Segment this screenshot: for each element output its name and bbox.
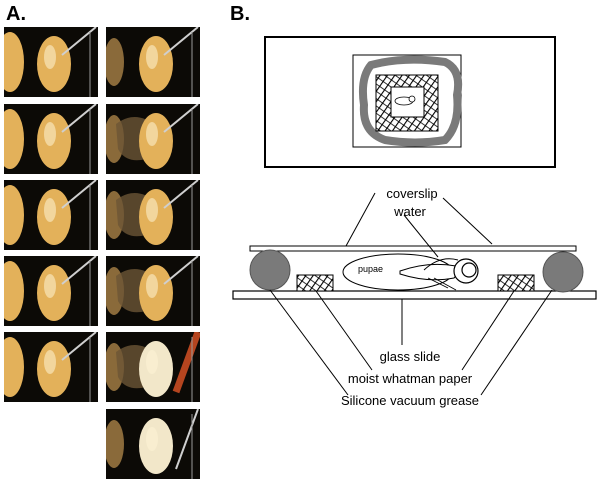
- photo-pupa-free: [106, 409, 200, 479]
- photo-cap-removed: [4, 256, 98, 326]
- glass-slide-label: glass slide: [380, 349, 441, 364]
- photo-case-tear: [106, 27, 200, 97]
- leader-coverslip-right: [442, 197, 493, 245]
- leader-water: [403, 214, 439, 258]
- pupa-head-top-view: [408, 95, 416, 103]
- coverslip-label: coverslip: [386, 186, 437, 201]
- pupae-label: pupae: [358, 264, 383, 274]
- fly-body: [399, 258, 479, 291]
- photo-case-open: [4, 332, 98, 402]
- grease-right: [542, 251, 584, 293]
- photo-debris: [106, 104, 200, 174]
- photo-peel-more: [106, 256, 200, 326]
- grease-ring-top-view: [358, 55, 463, 147]
- photo-needle-touch: [4, 104, 98, 174]
- glass-slide: [232, 290, 597, 300]
- panel-b-label: B.: [230, 3, 250, 25]
- leader-paper-right: [461, 290, 515, 371]
- panel-a-label: A.: [6, 3, 26, 25]
- grease-label: Silicone vacuum grease: [341, 393, 479, 408]
- whatman-paper-left: [296, 274, 334, 292]
- photo-cap-lift: [4, 180, 98, 250]
- moist-paper-label: moist whatman paper: [348, 371, 473, 386]
- coverslip: [249, 245, 577, 252]
- side-view: pupae coverslip water glass slide moist …: [232, 186, 597, 408]
- leader-grease-left: [269, 289, 349, 396]
- fly-eye: [461, 262, 477, 278]
- water-label: water: [393, 204, 426, 219]
- whatman-paper-top-view: [375, 74, 439, 132]
- leader-grease-right: [480, 289, 553, 396]
- top-view: [264, 36, 556, 168]
- leader-coverslip-left: [345, 192, 376, 247]
- photo-peel: [106, 180, 200, 250]
- whatman-paper-right: [497, 274, 535, 292]
- leader-paper-left: [315, 290, 373, 371]
- photo-needle-approach: [4, 27, 98, 97]
- grease-left: [249, 249, 291, 291]
- photo-exposed-pupa: [106, 332, 200, 402]
